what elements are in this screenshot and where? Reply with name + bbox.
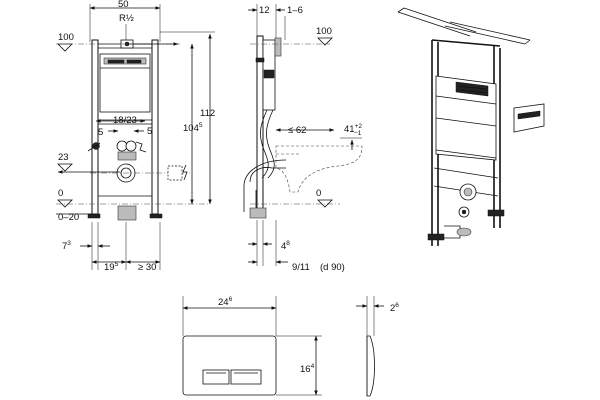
inlet-span-label: 18/23: [113, 115, 137, 126]
plate-thickness-label: 26: [390, 302, 399, 314]
flush-plate-front: 246 164: [182, 296, 322, 396]
wall-gap-label: 48: [281, 240, 290, 252]
side-offset-label: 1–6: [287, 5, 303, 16]
side-depth-label: 12: [259, 5, 270, 16]
side-view: 12 1–6 100 ≤ 62 41+2−1 0: [243, 4, 362, 273]
isometric-view: [397, 7, 545, 246]
flush-button-large: [230, 369, 262, 385]
power-icon: [182, 164, 188, 181]
front-level-pipe: 23: [58, 152, 69, 163]
bottom-right-label: ≥ 30: [138, 262, 156, 273]
front-view: 50 R½ 100 18/23 5 5: [56, 0, 215, 273]
floor-range-label: 0–20: [58, 212, 79, 223]
offset-left-label: 5: [98, 127, 103, 138]
flush-plate-side: 26: [356, 296, 399, 397]
level-marker-icon: [57, 43, 73, 52]
frame-right-rail: [151, 39, 159, 215]
offset-right-label: 5: [147, 126, 152, 137]
pipe-size-label: 9/11: [292, 262, 310, 273]
pipe-diameter-label: (d 90): [320, 262, 345, 273]
flush-plate: [182, 335, 277, 396]
height-frame-label: 1045: [183, 122, 203, 134]
side-level-top: 100: [316, 26, 332, 37]
iso-flush-plate: [513, 103, 545, 133]
flush-button-small: [202, 369, 230, 385]
side-level-floor: 0: [316, 188, 321, 199]
bottom-mid-label: 195: [104, 261, 119, 273]
plate-width-label: 246: [218, 296, 233, 308]
bottom-left-label: 73: [62, 240, 71, 252]
bowl-height-label: 41+2−1: [344, 123, 362, 137]
height-total-label: 112: [200, 108, 215, 119]
frame-width-label: 50: [118, 0, 129, 10]
front-level-floor: 0: [58, 188, 63, 199]
thread-label: R½: [119, 13, 134, 24]
front-level-top: 100: [58, 32, 74, 43]
plate-height-label: 164: [300, 363, 315, 375]
bowl-reach-label: ≤ 62: [288, 125, 306, 136]
plate-side-profile: [366, 335, 375, 397]
